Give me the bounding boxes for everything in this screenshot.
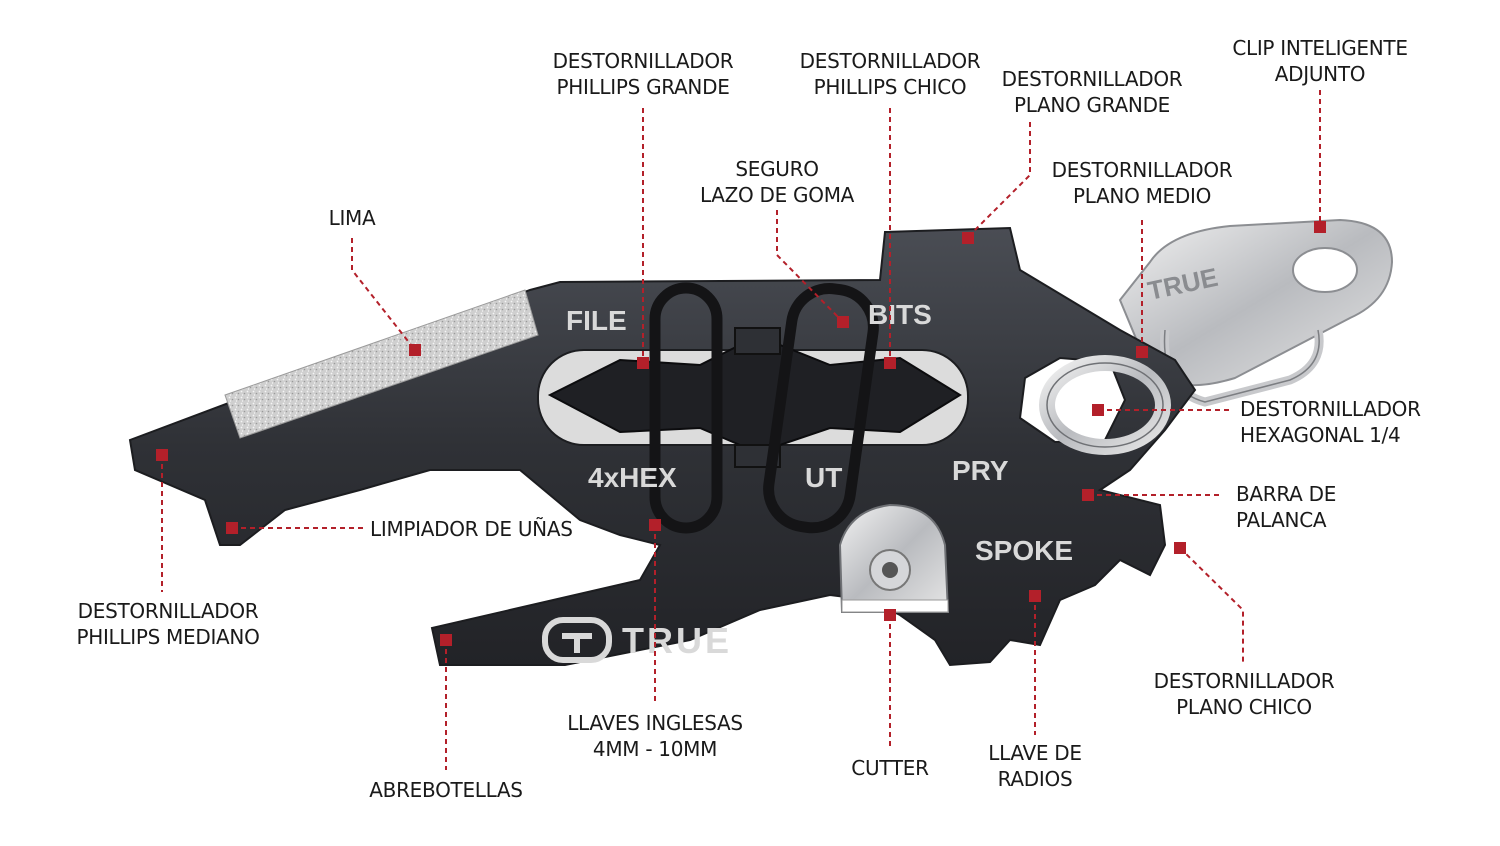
leader-lines	[161, 90, 1321, 770]
callout-radios: LLAVE DE RADIOS	[988, 741, 1082, 791]
callout-plano-grande: DESTORNILLADOR PLANO GRANDE	[1001, 67, 1183, 117]
callout-barra: BARRA DE PALANCA	[1236, 482, 1337, 532]
callout-limpiador: LIMPIADOR DE UÑAS	[370, 517, 573, 541]
tool-body: FILE BITS 4xHEX UT PRY SPOKE TRUE	[128, 226, 1197, 667]
callout-lima: LIMA	[328, 206, 376, 230]
rubber-bands	[649, 282, 879, 534]
callout-plano-chico: DESTORNILLADOR PLANO CHICO	[1153, 669, 1335, 719]
engraving-nut: UT	[805, 462, 842, 493]
callout-plano-medio: DESTORNILLADOR PLANO MEDIO	[1051, 158, 1233, 208]
callout-phillips-chico: DESTORNILLADOR PHILLIPS CHICO	[799, 49, 981, 99]
engraving-hex: 4xHEX	[588, 462, 677, 493]
callout-seguro: SEGURO LAZO DE GOMA	[699, 157, 855, 207]
callout-abrebotellas: ABREBOTELLAS	[369, 778, 523, 802]
cutter-blade	[838, 503, 950, 613]
engraving-pry: PRY	[952, 455, 1009, 486]
brand-logo	[542, 617, 612, 663]
engraving-bits: BITS	[868, 299, 932, 330]
callout-hexagonal: DESTORNILLADOR HEXAGONAL 1/4	[1240, 397, 1421, 447]
callout-cutter: CUTTER	[851, 756, 929, 780]
engraving-brand: TRUE	[622, 620, 732, 661]
leader-end-markers	[156, 221, 1326, 646]
callout-clip: CLIP INTELIGENTE ADJUNTO	[1232, 36, 1408, 86]
engraving-file: FILE	[566, 305, 627, 336]
file-surface	[224, 289, 539, 439]
callout-phillips-grande: DESTORNILLADOR PHILLIPS GRANDE	[552, 49, 734, 99]
callout-llaves: LLAVES INGLESAS 4MM - 10MM	[567, 711, 743, 761]
engraving-spoke: SPOKE	[975, 535, 1073, 566]
callout-phillips-mediano: DESTORNILLADOR PHILLIPS MEDIANO	[76, 599, 260, 649]
